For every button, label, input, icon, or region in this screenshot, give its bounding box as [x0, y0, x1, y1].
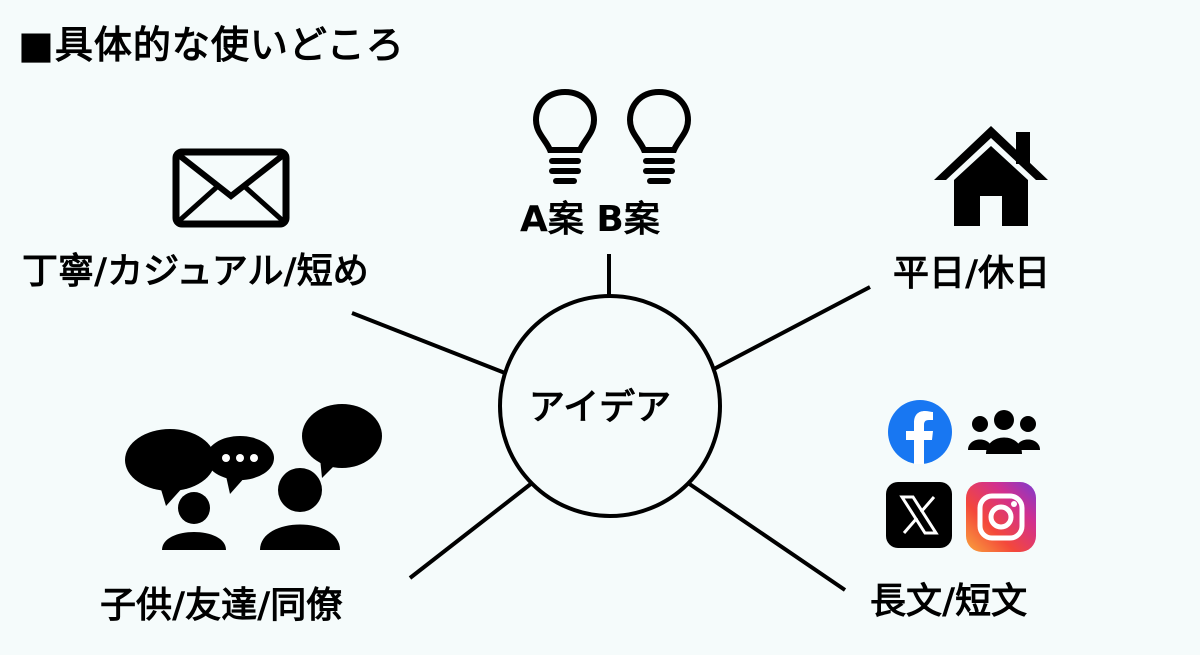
lightbulb-icon: [532, 88, 598, 184]
branch-label-bottom-right: 長文/短文: [870, 581, 1028, 622]
center-node-label: アイデア: [528, 387, 672, 428]
group-people-icon: [968, 410, 1040, 454]
branch-label-top-left: 丁寧/カジュアル/短め: [22, 251, 369, 292]
instagram-icon: [966, 482, 1036, 552]
branch-label-top-right: 平日/休日: [893, 253, 1051, 294]
center-circle: [498, 294, 722, 518]
connector-top-right: [711, 285, 871, 372]
lightbulb-icon: [626, 88, 692, 184]
branch-label-top: A案 B案: [520, 199, 660, 240]
branch-label-bottom-left: 子供/友達/同僚: [100, 585, 343, 626]
house-icon: [934, 126, 1048, 226]
connector-bottom-right: [686, 481, 847, 592]
x-logo-icon: [886, 482, 952, 548]
facebook-icon: [888, 400, 952, 464]
envelope-icon: [172, 148, 290, 228]
connector-bottom-left: [408, 481, 534, 580]
page-title: ■具体的な使いどころ: [18, 23, 405, 67]
connector-top-left: [351, 311, 506, 375]
speech-bubbles-people-icon: [125, 404, 382, 550]
